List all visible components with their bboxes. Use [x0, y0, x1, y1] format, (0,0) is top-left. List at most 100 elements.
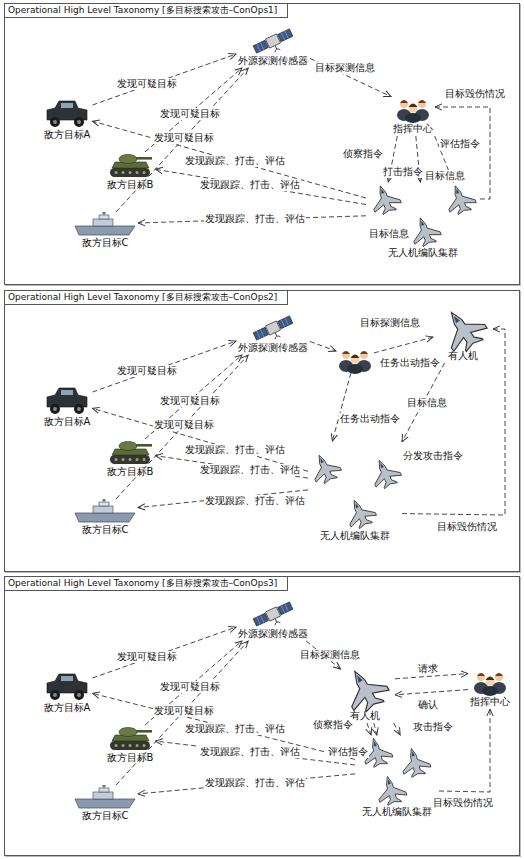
dashed-connector [394, 723, 401, 735]
icon-node: 敌方目标A [42, 100, 93, 142]
jeep [47, 674, 87, 700]
icon-node: 有人机 [335, 669, 395, 723]
edge-label: 发现跟踪、打击、评估 [204, 213, 306, 225]
icon-node: 敌方目标C [72, 212, 138, 250]
icon-node: 敌方目标B [105, 439, 156, 479]
node-label: 外源探测传感器 [238, 342, 308, 354]
edge-label: 评估指令 [439, 138, 481, 150]
edge-label: 发现跟踪、打击、评估 [184, 723, 286, 735]
panel-icons [47, 301, 491, 532]
title-tab: Operational High Level Taxonomy [多目标搜索攻击… [5, 291, 288, 305]
icon-node: 外源探测传感器 [236, 28, 310, 68]
dashed-connector [138, 774, 355, 794]
ship [75, 785, 135, 808]
edge-label: 发现可疑目标 [153, 419, 215, 431]
edge-label: 任务出动指令 [379, 357, 441, 369]
panel-frame: Operational High Level Taxonomy [多目标搜索攻击… [4, 576, 520, 856]
panel-icons [47, 601, 506, 808]
icon-node: 无人机编队集群 [308, 441, 402, 543]
node-label: 指挥中心 [470, 696, 510, 708]
icon-node: 敌方目标B [105, 152, 156, 192]
dashed-connector [116, 641, 248, 785]
title-tab: Operational High Level Taxonomy [多目标搜索攻击… [5, 4, 288, 18]
edge-label: 评估指令 [327, 746, 369, 758]
dashed-connector [395, 690, 468, 695]
tank [110, 442, 152, 465]
edge-label: 目标毁伤情况 [432, 797, 494, 809]
edge-label: 任务出动指令 [339, 413, 401, 425]
icon-node: 敌方目标A [42, 387, 93, 429]
satellite [253, 28, 296, 59]
edge-label: 发现可疑目标 [153, 132, 215, 144]
icon-node: 敌方目标C [72, 499, 138, 537]
node-label: 敌方目标A [44, 416, 91, 428]
dashed-connector [93, 121, 367, 198]
node-label: 敌方目标C [82, 524, 129, 536]
icon-node: 外源探测传感器 [236, 315, 310, 355]
edge-label: 发现可疑目标 [116, 365, 178, 377]
edge-label: 发现跟踪、打击、评估 [204, 495, 306, 507]
edge-label: 侦察指令 [312, 719, 354, 731]
ship [75, 499, 135, 522]
edge-label: 发现跟踪、打击、评估 [199, 179, 301, 191]
edge-label: 目标毁伤情况 [436, 521, 498, 533]
dashed-connector [93, 54, 237, 105]
edge-label: 目标毁伤情况 [444, 88, 506, 100]
edge-label: 目标探测信息 [299, 649, 361, 661]
node-label: 敌方目标B [107, 466, 154, 478]
dashed-connector [374, 723, 377, 735]
node-label: 有人机 [448, 350, 478, 362]
edge-label: 请求 [417, 663, 439, 675]
node-label: 外源探测传感器 [238, 55, 308, 67]
icon-node: 敌方目标A [42, 673, 93, 715]
dashed-connector [374, 337, 433, 353]
dashed-connector [93, 693, 356, 759]
uav [407, 213, 443, 249]
node-label: 无人机编队集群 [388, 247, 458, 259]
dashed-connector [435, 107, 490, 199]
icon-node: 指挥中心 [391, 92, 435, 136]
uav [442, 181, 478, 217]
satellite [253, 315, 296, 346]
satellite [253, 601, 296, 632]
edge-label: 分发攻击指令 [402, 450, 464, 462]
node-label: 敌方目标C [82, 810, 129, 822]
panel-title: Operational High Level Taxonomy [多目标搜索攻击… [8, 5, 277, 15]
edge-label: 发现跟踪、打击、评估 [184, 444, 286, 456]
node-label: 有人机 [350, 710, 380, 722]
node-label: 敌方目标A [44, 702, 91, 714]
command-center [474, 673, 506, 696]
dashed-connector [156, 456, 309, 478]
edge-label: 发现跟踪、打击、评估 [184, 155, 286, 167]
edge-label: 目标探测信息 [359, 317, 421, 329]
ship [75, 212, 135, 235]
icon-node [336, 343, 374, 373]
icon-node: 敌方目标C [72, 785, 138, 823]
dashed-connector [310, 342, 336, 352]
title-tab: Operational High Level Taxonomy [多目标搜索攻击… [5, 577, 288, 591]
node-label: 敌方目标B [107, 179, 154, 191]
uav [366, 454, 403, 491]
uav [374, 773, 408, 807]
command-center [339, 351, 371, 374]
jeep [47, 388, 87, 414]
node-label: 指挥中心 [393, 123, 433, 135]
node-label: 敌方目标B [107, 752, 154, 764]
uav [398, 745, 432, 779]
edge-label: 发现可疑目标 [159, 681, 221, 693]
uav [306, 449, 343, 486]
panel-title: Operational High Level Taxonomy [多目标搜索攻击… [8, 578, 277, 588]
dashed-connector [332, 373, 351, 441]
edge-label: 发现跟踪、打击、评估 [199, 464, 301, 476]
edge-label: 目标探测信息 [314, 62, 376, 74]
panel-title: Operational High Level Taxonomy [多目标搜索攻击… [8, 292, 277, 302]
edge-label: 攻击指令 [412, 721, 454, 733]
jeep [47, 101, 87, 127]
edge-label: 发现可疑目标 [116, 651, 178, 663]
dashed-connector [156, 741, 356, 765]
command-center [397, 100, 429, 123]
dashed-connector [156, 169, 367, 204]
icon-node: 无人机编队集群 [366, 182, 480, 260]
note-label: 目标信息 [368, 228, 410, 240]
node-label: 无人机编队集群 [320, 530, 390, 542]
